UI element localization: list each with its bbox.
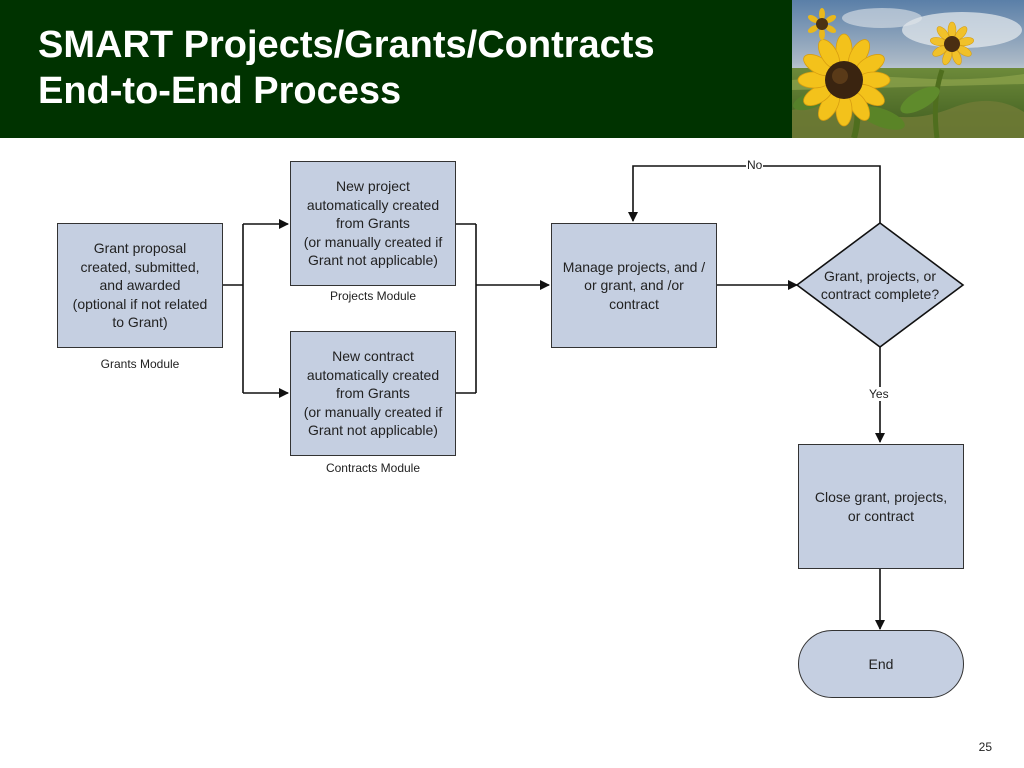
no-label: No	[746, 158, 764, 172]
sunflower-photo	[792, 0, 1024, 138]
projects-module-caption: Projects Module	[329, 289, 417, 303]
end-terminator: End	[798, 630, 964, 698]
manage-box: Manage projects, and / or grant, and /or…	[551, 223, 717, 348]
yes-label: Yes	[868, 387, 890, 401]
page-number: 25	[978, 740, 992, 754]
title-line-1: SMART Projects/Grants/Contracts	[38, 24, 655, 66]
contracts-module-caption: Contracts Module	[325, 461, 421, 475]
title-line-2: End-to-End Process	[38, 70, 402, 112]
new-project-box: New project automatically created from G…	[290, 161, 456, 286]
grant-proposal-box: Grant proposal created, submitted, and a…	[57, 223, 223, 348]
decision-diamond	[795, 222, 965, 348]
decision-text: Grant, projects, or contract complete?	[820, 268, 940, 302]
grants-module-caption: Grants Module	[100, 357, 180, 371]
close-box: Close grant, projects, or contract	[798, 444, 964, 569]
slide-title: SMART Projects/Grants/Contracts End-to-E…	[38, 22, 655, 114]
new-contract-box: New contract automatically created from …	[290, 331, 456, 456]
connector-no-loop	[628, 165, 881, 223]
